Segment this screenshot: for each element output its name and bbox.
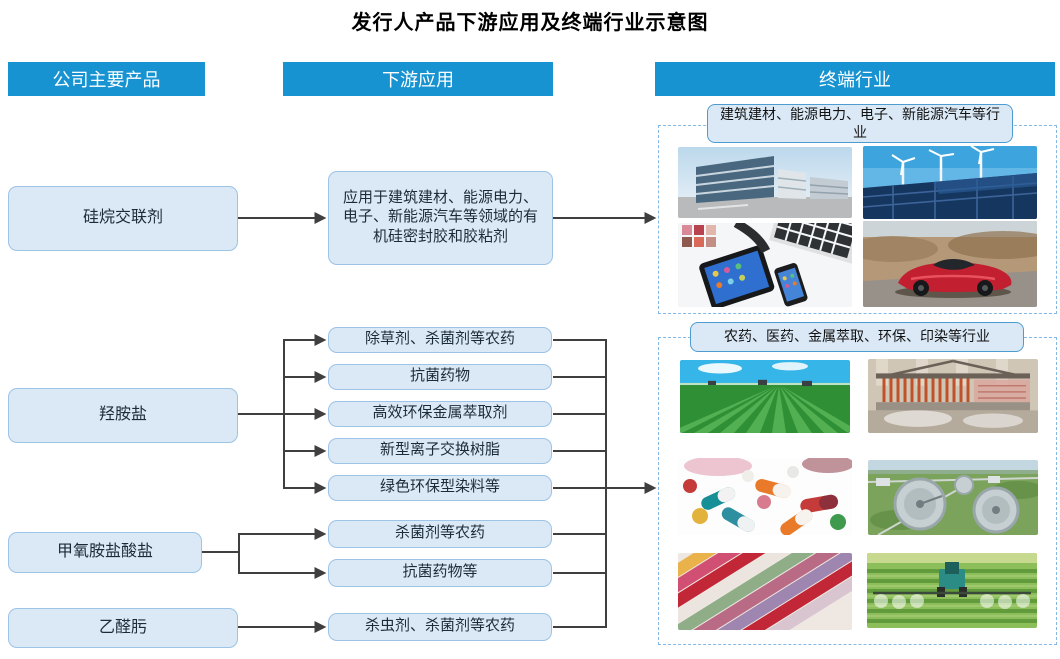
application-box-insecticide-fungicide: 杀虫剂、杀菌剂等农药 [328,613,552,641]
application-box-metal-extractant: 高效环保金属萃取剂 [328,401,552,427]
application-box-herbicide-fungicide: 除草剂、杀菌剂等农药 [328,327,552,353]
photo-consumer-electronics [678,223,852,307]
product-box-hydroxylamine-salt: 羟胺盐 [8,388,238,443]
application-box-antibacterial-etc: 抗菌药物等 [328,559,552,587]
industry-group-label-construction-energy: 建筑建材、能源电力、电子、新能源汽车等行业 [707,104,1013,143]
industry-group-label-pesticide-pharma: 农药、医药、金属萃取、环保、印染等行业 [690,322,1024,352]
product-box-silane-crosslinker: 硅烷交联剂 [8,186,238,251]
photo-textile-dyeing-machine [868,359,1038,433]
photo-red-sports-car [863,221,1037,307]
product-box-methoxyamine-hydrochloride: 甲氧胺盐酸盐 [8,532,202,573]
application-box-ion-exchange-resin: 新型离子交换树脂 [328,438,552,464]
photo-water-treatment-plant [868,460,1038,535]
page-title: 发行人产品下游应用及终端行业示意图 [351,12,709,34]
application-box-silicone-sealant: 应用于建筑建材、能源电力、电子、新能源汽车等领域的有机硅密封胶和胶粘剂 [328,171,553,265]
photo-medicine-pills [678,458,852,535]
application-box-antibacterial-drugs: 抗菌药物 [328,364,552,390]
header-end-industries: 终端行业 [655,62,1055,96]
photo-crop-sprayer [867,553,1037,628]
application-box-eco-dyes: 绿色环保型染料等 [328,475,552,501]
photo-wind-and-solar-energy [863,146,1037,219]
header-downstream-applications: 下游应用 [283,62,553,96]
photo-colorful-fabrics [678,553,852,630]
product-box-acetaldoxime: 乙醛肟 [8,608,238,648]
header-company-products: 公司主要产品 [8,62,205,96]
application-box-fungicide-pesticide: 杀菌剂等农药 [328,520,552,548]
photo-office-building [678,147,852,218]
photo-farm-field [680,360,850,433]
